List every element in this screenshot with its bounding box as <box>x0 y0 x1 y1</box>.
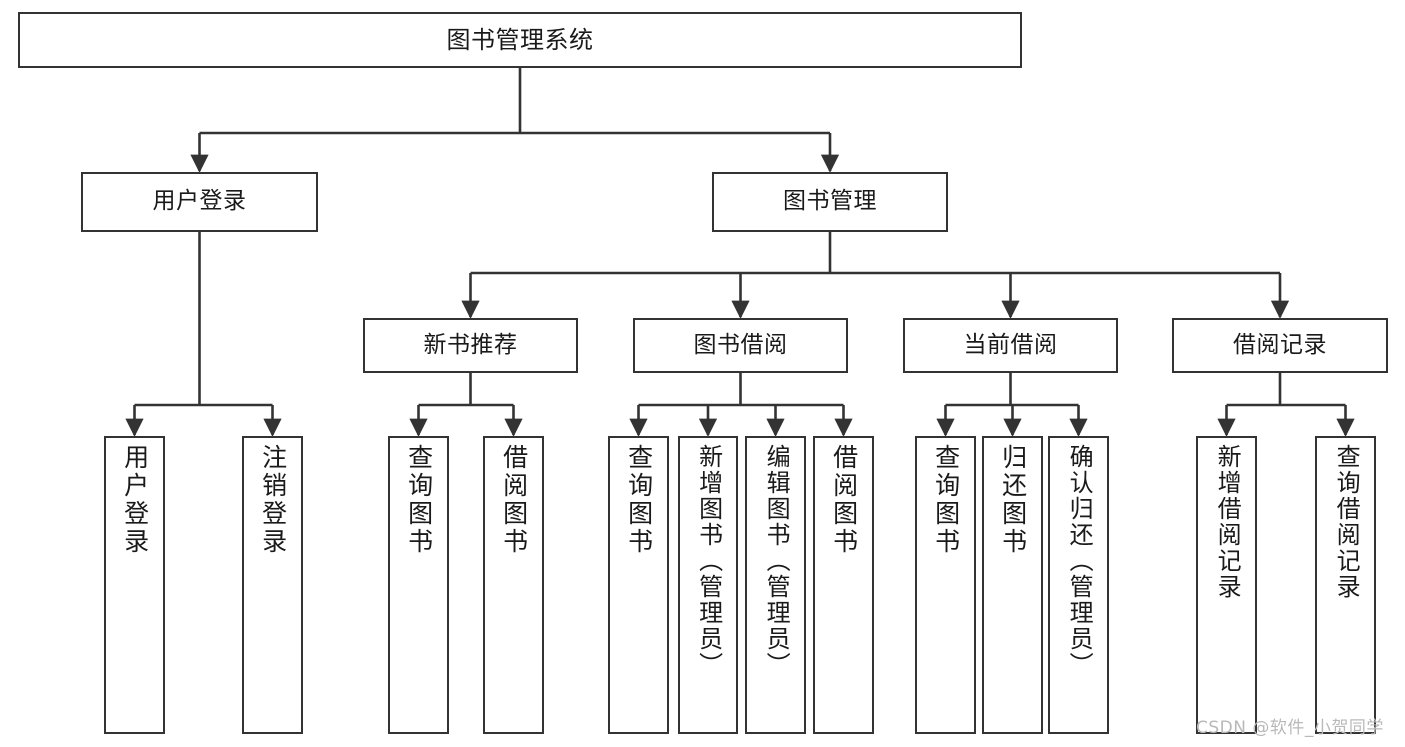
node-label-leaf-query-book-2: 查询图书 <box>624 444 654 556</box>
node-book-borrow[interactable]: 图书借阅 <box>633 318 848 373</box>
node-label-leaf-return-book: 归还图书 <box>998 444 1028 556</box>
node-borrow-record[interactable]: 借阅记录 <box>1172 318 1388 373</box>
node-leaf-logout[interactable]: 注销登录 <box>242 436 303 734</box>
node-leaf-query-record[interactable]: 查询借阅记录 <box>1315 436 1376 734</box>
node-leaf-query-book-1[interactable]: 查询图书 <box>388 436 449 734</box>
node-leaf-edit-book[interactable]: 编辑图书（管理员） <box>745 436 806 734</box>
node-label-leaf-query-book-3: 查询图书 <box>931 444 961 556</box>
node-label-leaf-add-book: 新增图书（管理员） <box>694 444 723 678</box>
node-leaf-add-record[interactable]: 新增借阅记录 <box>1196 436 1257 734</box>
node-label-leaf-query-book-1: 查询图书 <box>404 444 434 556</box>
node-label-borrow-record: 借阅记录 <box>1233 331 1327 358</box>
node-label-leaf-logout: 注销登录 <box>258 444 288 556</box>
node-label-current-borrow: 当前借阅 <box>963 331 1058 358</box>
node-leaf-query-book-2[interactable]: 查询图书 <box>608 436 669 734</box>
node-leaf-confirm-return[interactable]: 确认归还（管理员） <box>1048 436 1109 734</box>
node-current-borrow[interactable]: 当前借阅 <box>903 318 1118 373</box>
node-leaf-user-login[interactable]: 用户登录 <box>104 436 165 734</box>
node-leaf-borrow-book-1[interactable]: 借阅图书 <box>483 436 544 734</box>
node-label-leaf-borrow-book-2: 借阅图书 <box>829 444 859 556</box>
node-leaf-add-book[interactable]: 新增图书（管理员） <box>678 436 738 734</box>
node-label-leaf-edit-book: 编辑图书（管理员） <box>762 444 791 678</box>
node-label-user-login: 用户登录 <box>152 188 247 215</box>
node-leaf-query-book-3[interactable]: 查询图书 <box>915 436 976 734</box>
node-label-leaf-query-record: 查询借阅记录 <box>1332 444 1361 600</box>
node-leaf-borrow-book-2[interactable]: 借阅图书 <box>813 436 874 734</box>
node-label-root: 图书管理系统 <box>446 25 594 54</box>
node-label-leaf-add-record: 新增借阅记录 <box>1213 444 1242 600</box>
node-label-leaf-confirm-return: 确认归还（管理员） <box>1065 444 1094 678</box>
node-user-login[interactable]: 用户登录 <box>81 172 318 232</box>
node-new-book-recommend[interactable]: 新书推荐 <box>363 318 578 373</box>
csdn-watermark: CSDN @软件_小贺同学 <box>1196 718 1384 738</box>
node-leaf-return-book[interactable]: 归还图书 <box>982 436 1043 734</box>
node-root[interactable]: 图书管理系统 <box>18 12 1022 68</box>
node-book-management[interactable]: 图书管理 <box>712 172 948 232</box>
node-label-leaf-user-login: 用户登录 <box>120 444 150 556</box>
node-label-leaf-borrow-book-1: 借阅图书 <box>499 444 529 556</box>
node-label-new-book-recommend: 新书推荐 <box>423 331 518 358</box>
node-label-book-borrow: 图书借阅 <box>693 331 788 358</box>
node-label-book-management: 图书管理 <box>783 188 877 215</box>
